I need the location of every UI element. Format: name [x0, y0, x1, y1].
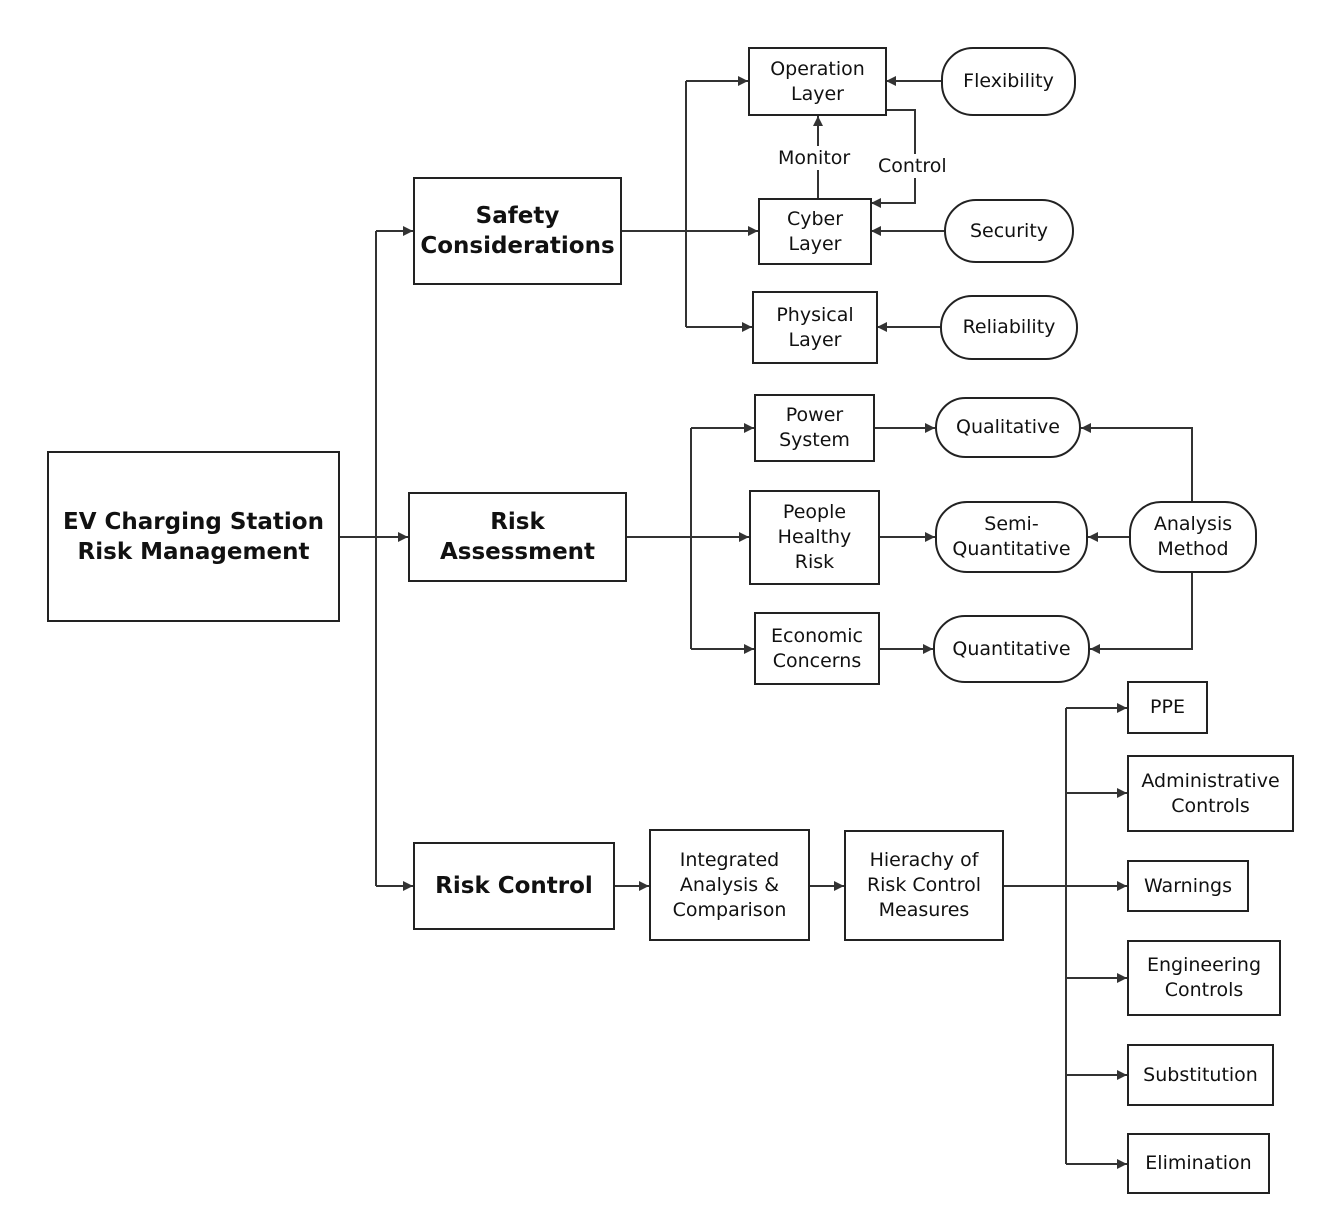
ppe-node: PPE	[1127, 681, 1208, 734]
qualitative-node: Qualitative	[935, 397, 1081, 458]
root-node: EV Charging Station Risk Management	[47, 451, 340, 622]
operation-layer-node: Operation Layer	[748, 47, 887, 116]
engineering-controls-node: Engineering Controls	[1127, 940, 1281, 1016]
cyber-layer-node: Cyber Layer	[758, 198, 872, 265]
security-node: Security	[944, 199, 1074, 263]
risk-control-node: Risk Control	[413, 842, 615, 930]
flexibility-node: Flexibility	[941, 47, 1076, 116]
semi-quantitative-node: Semi- Quantitative	[935, 501, 1088, 573]
safety-considerations-node: Safety Considerations	[413, 177, 622, 285]
elimination-node: Elimination	[1127, 1133, 1270, 1194]
power-system-node: Power System	[754, 394, 875, 462]
physical-layer-node: Physical Layer	[752, 291, 878, 364]
people-healthy-risk-node: People Healthy Risk	[749, 490, 880, 585]
quantitative-node: Quantitative	[933, 615, 1090, 683]
edge-analysis-to-quantitative	[1090, 573, 1193, 654]
monitor-label: Monitor	[776, 146, 853, 170]
edge-analysis-to-qualitative	[1081, 423, 1193, 502]
control-label: Control	[876, 154, 949, 178]
risk-assessment-node: Risk Assessment	[408, 492, 627, 582]
analysis-method-node: Analysis Method	[1129, 501, 1257, 573]
integrated-analysis-node: Integrated Analysis & Comparison	[649, 829, 810, 941]
hierarchy-node: Hierachy of Risk Control Measures	[844, 830, 1004, 941]
economic-concerns-node: Economic Concerns	[754, 612, 880, 685]
reliability-node: Reliability	[940, 295, 1078, 360]
substitution-node: Substitution	[1127, 1044, 1274, 1106]
administrative-controls-node: Administrative Controls	[1127, 755, 1294, 832]
warnings-node: Warnings	[1127, 860, 1249, 912]
